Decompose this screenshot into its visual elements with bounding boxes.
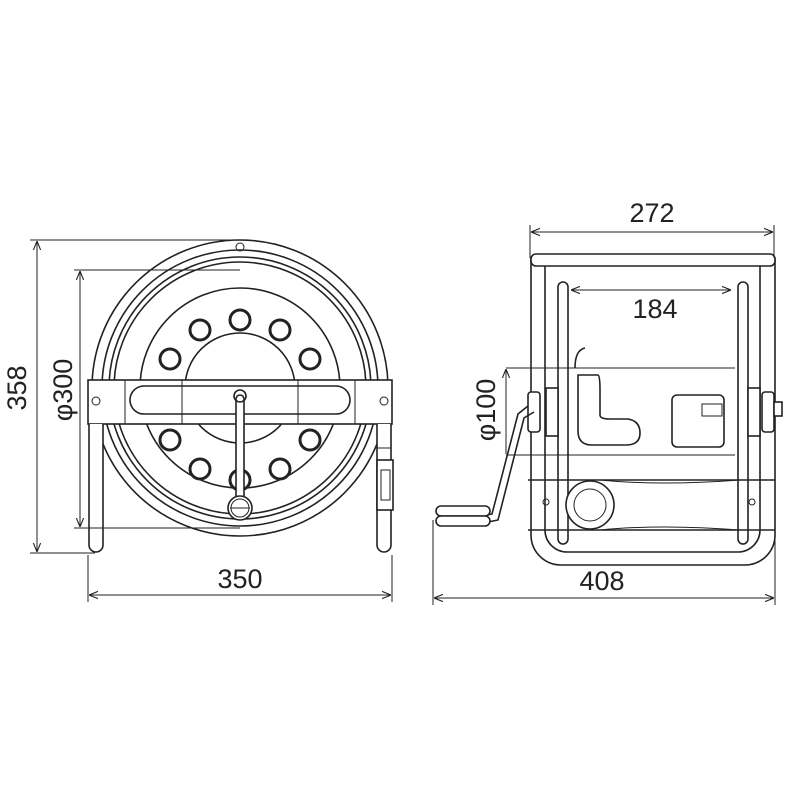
diameter-dim-label: φ300 <box>48 359 78 422</box>
handle <box>235 394 245 501</box>
hub-diameter-dim-label: φ100 <box>471 379 501 442</box>
width-dim-label: 350 <box>217 564 262 594</box>
inner-width-dim-label: 184 <box>632 294 677 324</box>
height-dim-label: 358 <box>2 365 32 410</box>
hose-outlet <box>565 480 615 530</box>
front-dimensions: 358 φ300 350 <box>2 239 393 602</box>
top-screw-icon <box>235 242 245 252</box>
top-bar <box>530 253 776 267</box>
crank-grip <box>435 505 491 517</box>
side-dimensions: 272 184 φ100 408 <box>432 198 776 605</box>
side-view <box>435 253 783 566</box>
outer-width-dim-label: 272 <box>629 198 674 228</box>
front-view <box>87 239 394 553</box>
depth-dim-label: 408 <box>579 566 624 596</box>
left-leg <box>88 424 104 553</box>
